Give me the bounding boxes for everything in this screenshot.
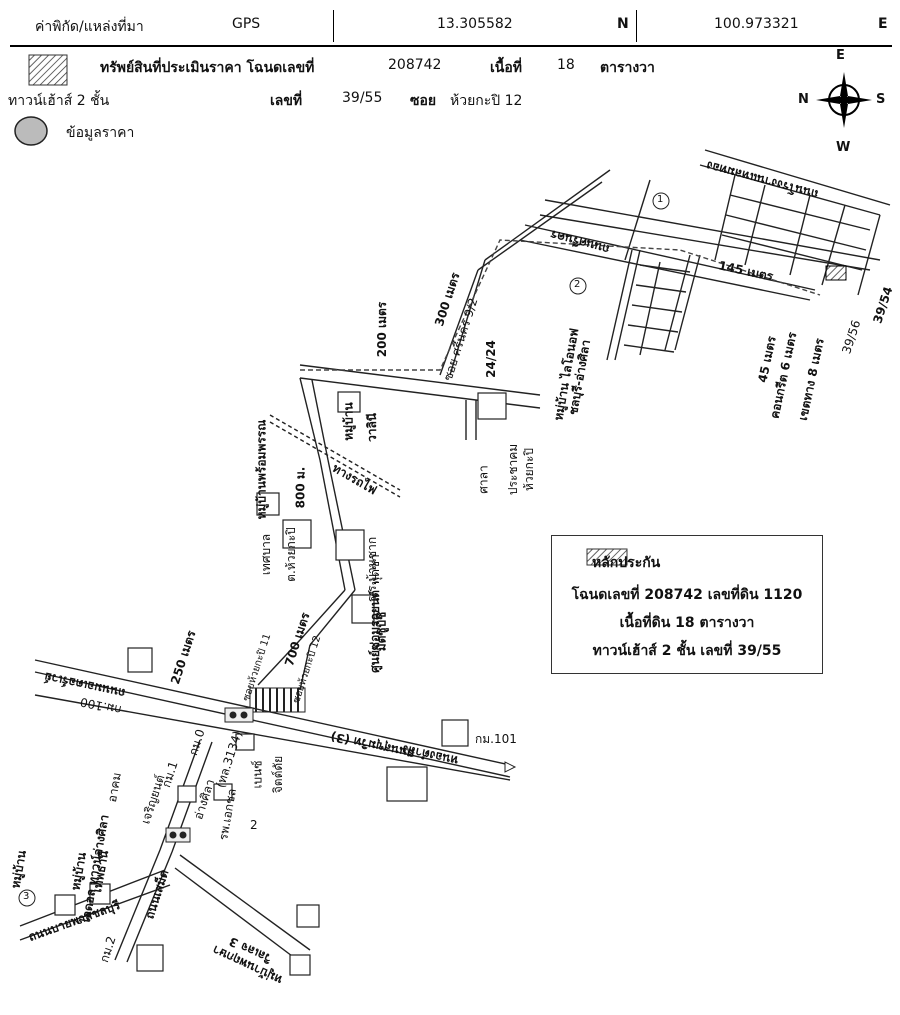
marker-2-text: 2 (574, 279, 581, 290)
pttstation-icon (127, 647, 153, 673)
label-repair-2: มิตซูบิชิ (374, 611, 389, 652)
legend-line-2: เนื้อที่ดิน 18 ตารางวา (619, 615, 755, 631)
marker-3-icon (18, 889, 36, 907)
marker-3-text: 3 (23, 891, 30, 902)
label-village-walini-1: หมู่บ้าน (341, 402, 356, 441)
benz-icon (235, 733, 255, 751)
coord-source: GPS (232, 16, 261, 32)
collateral-legend: หลักประกัน โฉนดเลขที่ 208742 เลขที่ดิน 1… (551, 535, 823, 674)
area-label: เนื้อที่ (490, 60, 522, 76)
shell-station-icon (441, 719, 469, 747)
compass-e: E (836, 48, 845, 63)
marker-1-text: 1 (657, 194, 664, 205)
compass-n: N (798, 92, 809, 107)
label-school-2: พุดซา (367, 554, 382, 585)
marker-2-icon (569, 277, 587, 295)
label-200m: 200 เมตร (375, 301, 390, 358)
village-icon (54, 894, 76, 916)
tessaban-building-icon (282, 519, 312, 549)
label-sala-3: ห้วยกะปิ (522, 447, 537, 492)
traffic-light-icon (165, 827, 191, 843)
coord-label: ค่าพิกัด/แหล่งที่มา (35, 19, 144, 35)
shop-icon (296, 904, 320, 928)
crosswalk (249, 687, 306, 713)
village-icon (337, 391, 361, 413)
village-icon (289, 954, 311, 976)
label-km101: กม.101 (475, 732, 517, 746)
hatched-swatch-icon (28, 54, 68, 86)
hospital-icon (213, 783, 233, 801)
deed-number: 208742 (388, 57, 442, 73)
house-number-label: เลขที่ (270, 93, 303, 109)
property-label: ทรัพย์สินที่ประเมินราคา โฉนดเลขที่ (100, 60, 315, 76)
area-unit: ตารางวา (600, 60, 655, 76)
school-building-icon (335, 529, 365, 561)
gas-station-icon (136, 944, 164, 972)
soi-value: ห้วยกะปิ 12 (450, 93, 523, 109)
label-2424: 24/24 (483, 340, 498, 378)
traffic-light-icon (224, 707, 254, 723)
label-tessaban-1: เทศบาล (259, 533, 274, 576)
label-sala-1: ศาลา (476, 465, 491, 494)
price-info-label: ข้อมูลราคา (66, 125, 135, 141)
label-tessaban-2: ต.ห้วยกะปิ (283, 527, 298, 582)
header-divider (333, 10, 334, 42)
label-village-prom: หมู่บ้านพร้อมพรรณ (254, 419, 269, 520)
longitude-value: 100.973321 (714, 16, 799, 32)
village-icon (256, 492, 280, 516)
label-village-walini-2: วาลินี (365, 412, 380, 443)
latitude-direction: N (617, 16, 629, 32)
label-hospital-2: 2 (250, 818, 258, 832)
header-divider (636, 10, 637, 42)
sala-building-icon (477, 392, 507, 420)
bank-icon (386, 766, 428, 802)
repair-center-icon (351, 594, 375, 624)
target-property-marker (825, 265, 847, 281)
longitude-direction: E (878, 16, 888, 32)
price-info-circle-icon (14, 116, 48, 146)
property-type: ทาวน์เฮ้าส์ 2 ชั้น (8, 93, 110, 109)
compass-s: S (876, 92, 886, 107)
latitude-value: 13.305582 (437, 16, 513, 32)
label-800m: 800 ม. (293, 466, 308, 509)
area-value: 18 (557, 57, 575, 73)
legend-title: หลักประกัน (592, 555, 661, 571)
soi-label: ซอย (410, 93, 437, 109)
village-icon (89, 883, 111, 905)
arrow-icon (504, 761, 517, 773)
label-benz-1: เบนซ์ (250, 760, 265, 789)
legend-line-3: ทาวน์เฮ้าส์ 2 ชั้น เลขที่ 39/55 (592, 643, 782, 659)
condo-icon (177, 785, 197, 803)
compass-w: W (836, 140, 851, 155)
hatched-swatch-icon (586, 548, 628, 566)
label-benz-2: จิตต์ดัย (271, 755, 286, 794)
marker-1-icon (652, 192, 670, 210)
header-rule (10, 45, 892, 47)
house-number: 39/55 (342, 90, 383, 106)
legend-line-1: โฉนดเลขที่ 208742 เลขที่ดิน 1120 (571, 587, 803, 603)
compass-rose-icon (816, 72, 872, 128)
